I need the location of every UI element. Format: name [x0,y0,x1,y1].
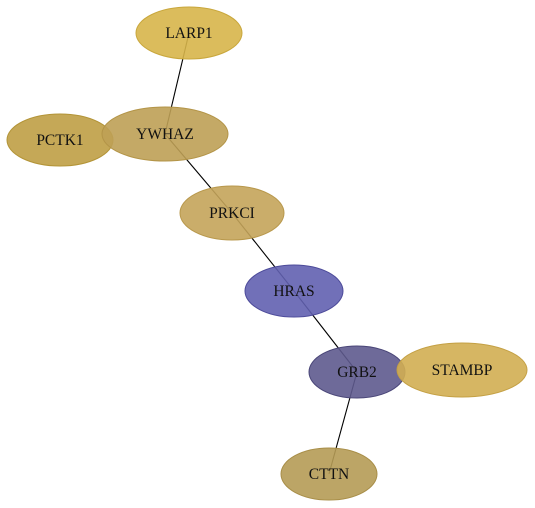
node-label-prkci: PRKCI [209,205,255,222]
node-shape-ywhaz [101,106,229,162]
node-shape-larp1 [135,6,243,60]
node-label-grb2: GRB2 [337,364,377,381]
node-label-stambp: STAMBP [432,362,493,379]
node-shape-hras [244,264,344,318]
node-hras[interactable]: HRAS [244,264,344,318]
node-larp1[interactable]: LARP1 [135,6,243,60]
edges-layer [164,32,358,475]
node-shape-prkci [179,185,285,241]
node-label-ywhaz: YWHAZ [136,126,194,143]
node-pctk1[interactable]: PCTK1 [6,113,114,167]
node-label-hras: HRAS [273,283,314,300]
node-stambp[interactable]: STAMBP [396,342,528,398]
node-grb2[interactable]: GRB2 [308,345,406,399]
node-label-larp1: LARP1 [165,25,212,42]
node-shape-cttn [280,447,378,501]
node-prkci[interactable]: PRKCI [179,185,285,241]
node-shape-stambp [396,342,528,398]
node-ywhaz[interactable]: YWHAZ [101,106,229,162]
node-cttn[interactable]: CTTN [280,447,378,501]
node-label-cttn: CTTN [309,466,349,483]
node-label-pctk1: PCTK1 [36,132,83,149]
